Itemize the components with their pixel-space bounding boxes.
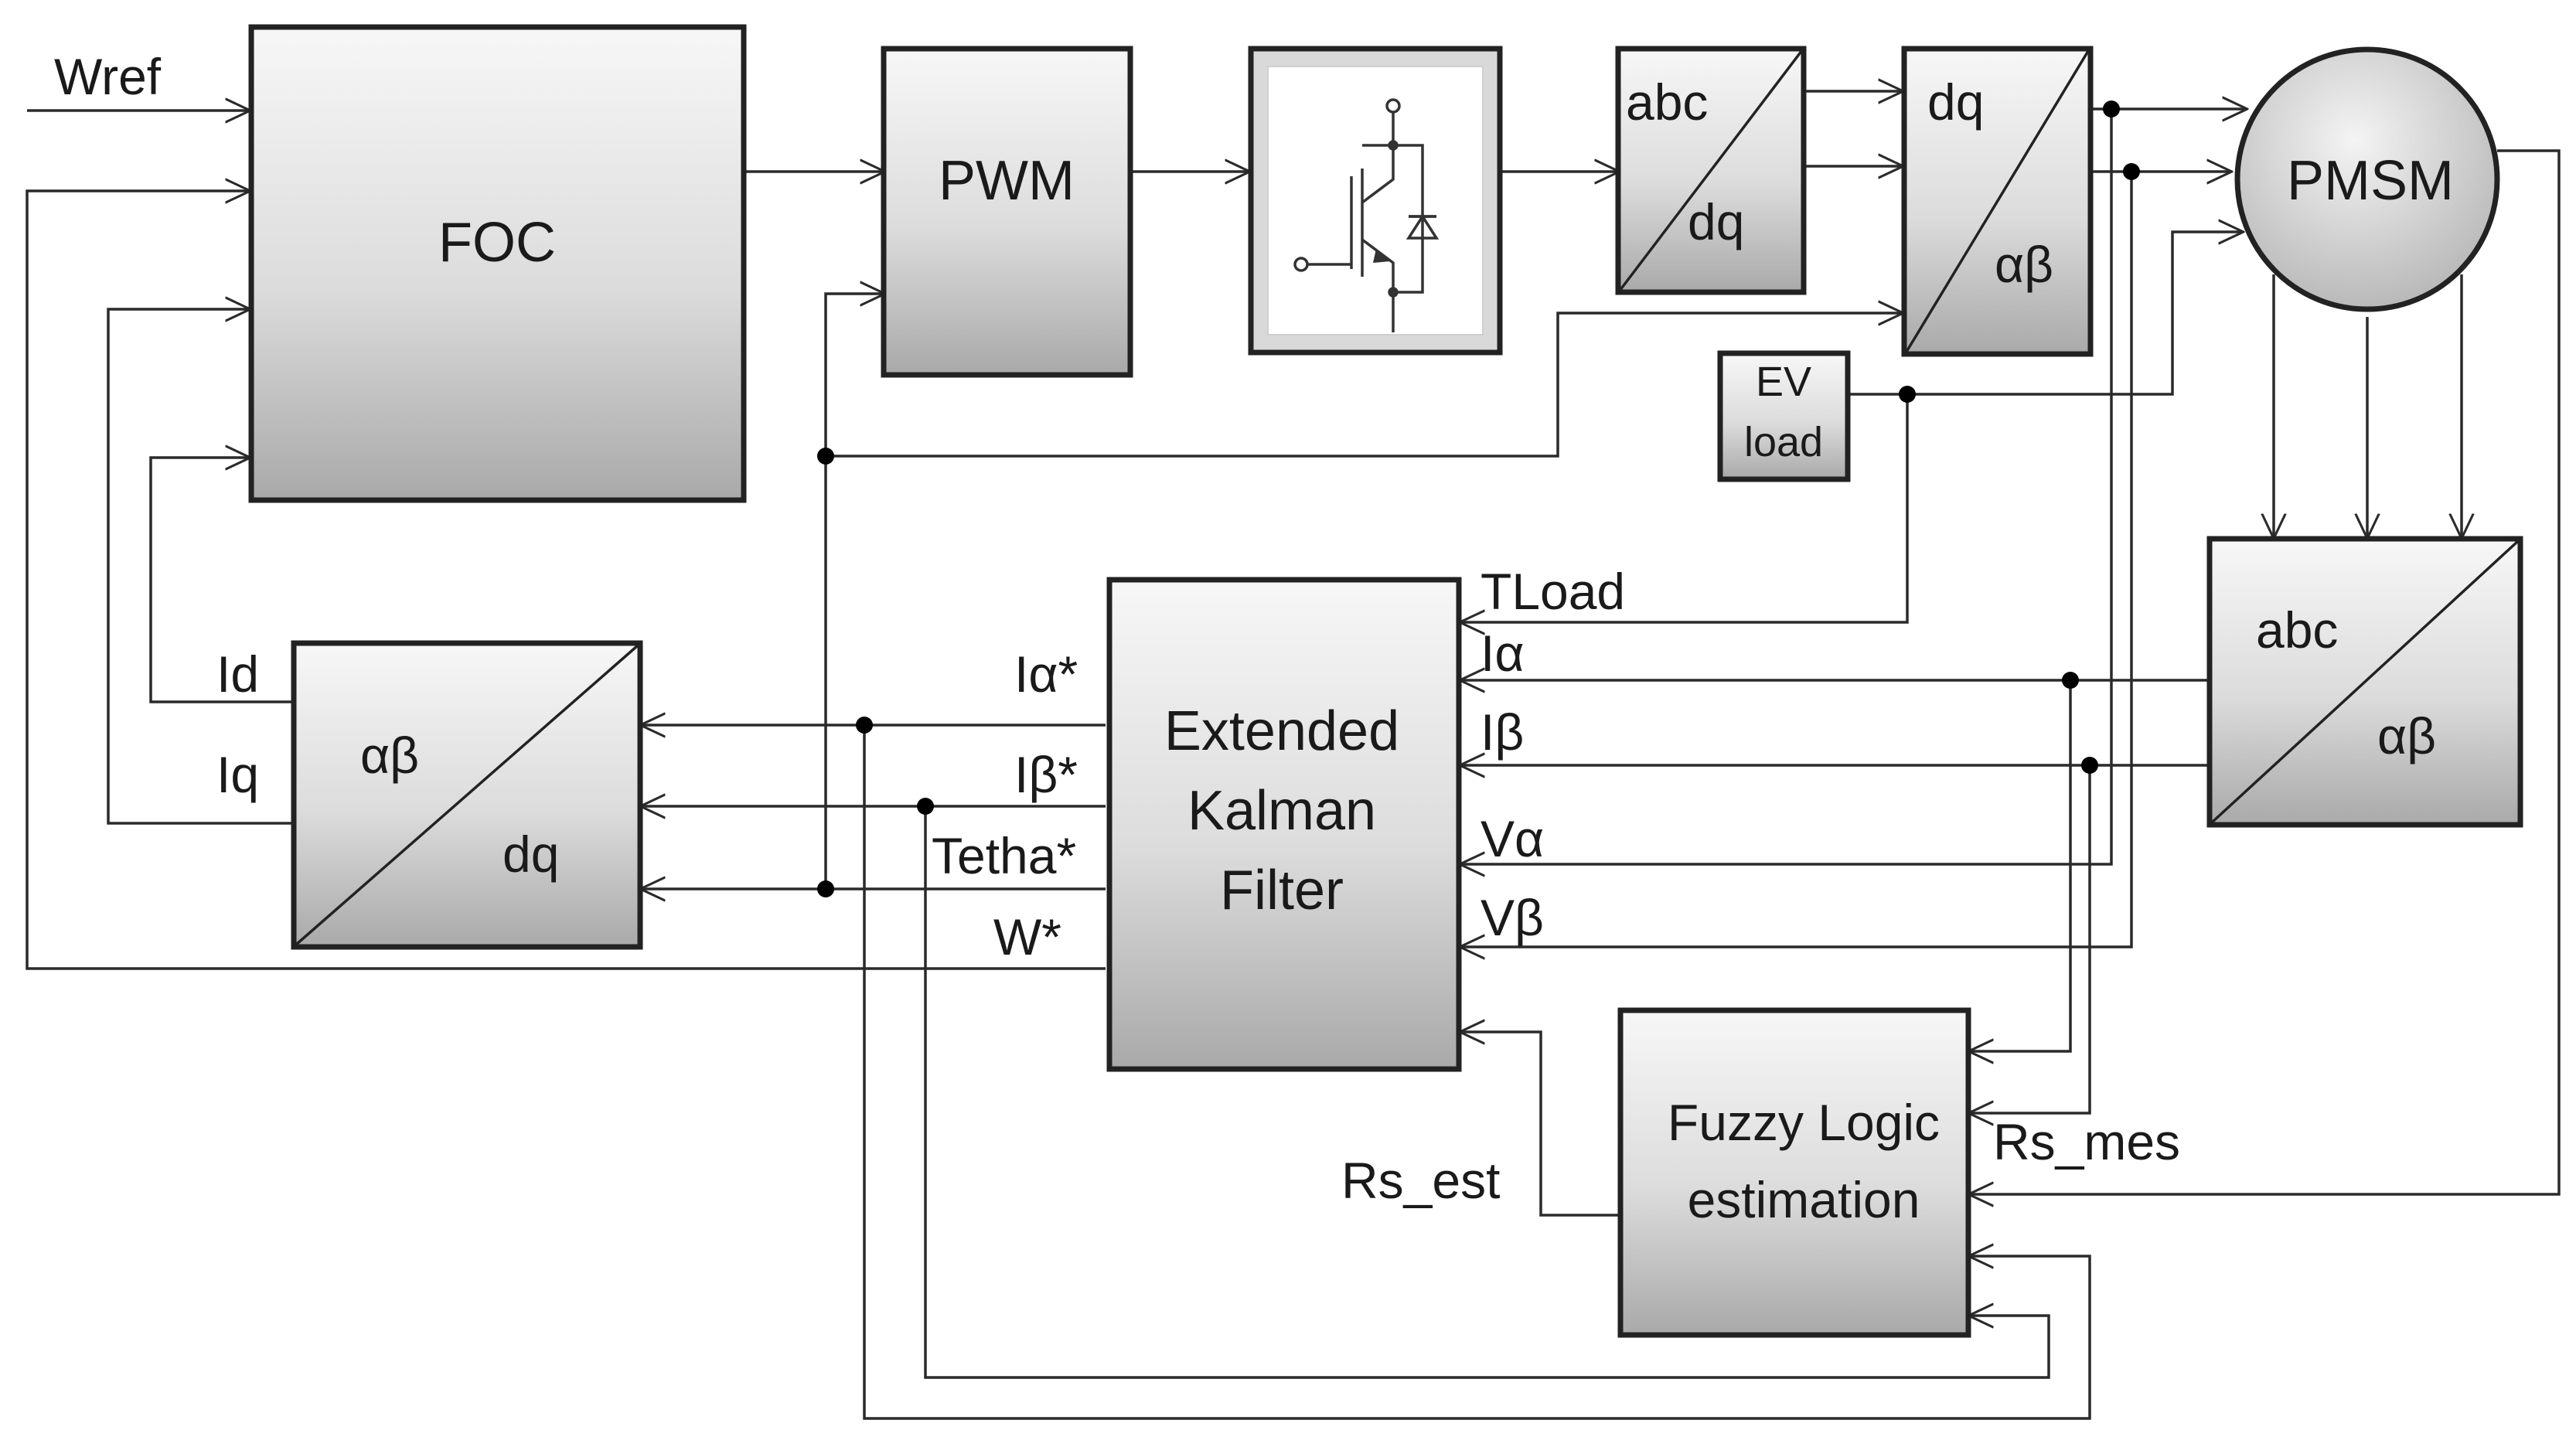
junction-dot [817, 448, 834, 465]
foc-label: FOC [438, 212, 556, 274]
ekf-line3: Filter [1220, 860, 1344, 921]
foc-block: FOC [248, 24, 747, 503]
junction-dot [817, 880, 834, 897]
dq-ab-top: dq [1927, 73, 1984, 131]
ab-dq-block: αβ dq [291, 640, 643, 950]
wire-ialpha-fuzzy [1970, 680, 2072, 1051]
wire-ialpha-star-fuzzy [863, 725, 2091, 1420]
wire-theta-pwm [824, 294, 884, 889]
label-vb: Vβ [1481, 889, 1544, 946]
dq-ab-bottom: αβ [1995, 236, 2053, 293]
wire-ibeta-star-fuzzy [924, 806, 2050, 1379]
wire-evload-pmsm [1848, 232, 2242, 396]
pmsm-label: PMSM [2287, 150, 2454, 212]
wire-iq-feedback [107, 309, 294, 825]
wire-ibeta-fuzzy [1970, 765, 2091, 1113]
label-ia: Iα [1481, 625, 1525, 682]
wire-wstar-feedback [26, 191, 1106, 970]
wire-tload [1461, 394, 1909, 622]
fuzzy-line1: Fuzzy Logic [1668, 1094, 1940, 1151]
label-va: Vα [1481, 810, 1544, 867]
junction-dot [1899, 386, 1916, 403]
fuzzy-line2: estimation [1688, 1171, 1920, 1228]
inverter-block [1248, 46, 1503, 356]
ab-dq-bottom: dq [503, 826, 559, 883]
abc-ab-top: abc [2256, 601, 2338, 659]
abc-dq-bottom: dq [1688, 193, 1744, 250]
wire-rs-est [1461, 1032, 1618, 1217]
ev-load-line1: EV [1756, 359, 1811, 405]
label-iq: Iq [216, 746, 259, 803]
label-tload: TLoad [1481, 563, 1625, 620]
junction-dot [2103, 100, 2120, 117]
pwm-label: PWM [939, 150, 1075, 212]
junction-dot [2062, 672, 2079, 689]
ev-load-block: EV load [1717, 350, 1851, 482]
pwm-block: PWM [881, 46, 1133, 378]
dq-ab-block: dq αβ [1901, 46, 2094, 357]
label-w-star: W* [993, 908, 1061, 965]
junction-dot [2081, 757, 2098, 774]
abc-ab-bottom: αβ [2377, 707, 2436, 764]
label-ia-star: Iα* [1014, 645, 1078, 703]
junction-dot [856, 717, 873, 734]
wire-theta-dqab [826, 313, 1902, 458]
ekf-block: Extended Kalman Filter [1106, 577, 1462, 1072]
junction-dots [817, 100, 2140, 897]
label-rs-est: Rs_est [1341, 1152, 1500, 1209]
label-ib: Iβ [1481, 703, 1524, 761]
ekf-line2: Kalman [1187, 780, 1376, 842]
ab-dq-top: αβ [360, 727, 419, 784]
signal-labels: Wref Id Iq Iα* Iβ* Tetha* W* TLoad Iα Iβ… [54, 48, 2180, 1209]
wire-vbeta [1461, 172, 2133, 947]
junction-dot [917, 798, 934, 815]
fuzzy-block: Fuzzy Logic estimation [1617, 1007, 1971, 1338]
wire-id-feedback [149, 458, 294, 703]
ev-load-line2: load [1744, 419, 1823, 465]
abc-dq-top: abc [1626, 73, 1708, 131]
wire-rs-mes [1970, 149, 2561, 1194]
igbt-switch-icon [1293, 98, 1440, 332]
junction-dot [2123, 163, 2140, 180]
label-tetha-star: Tetha* [932, 827, 1076, 884]
wires [26, 91, 2561, 1420]
ekf-line1: Extended [1164, 700, 1399, 762]
pmsm-block: PMSM [2234, 46, 2500, 312]
abc-dq-block: abc dq [1615, 46, 1807, 295]
label-wref: Wref [54, 48, 162, 105]
label-rs-mes: Rs_mes [1993, 1113, 2180, 1170]
abc-ab-block: abc αβ [2206, 536, 2523, 828]
label-id: Id [216, 645, 259, 703]
label-ib-star: Iβ* [1014, 746, 1078, 803]
wire-valpha [1461, 109, 2113, 864]
